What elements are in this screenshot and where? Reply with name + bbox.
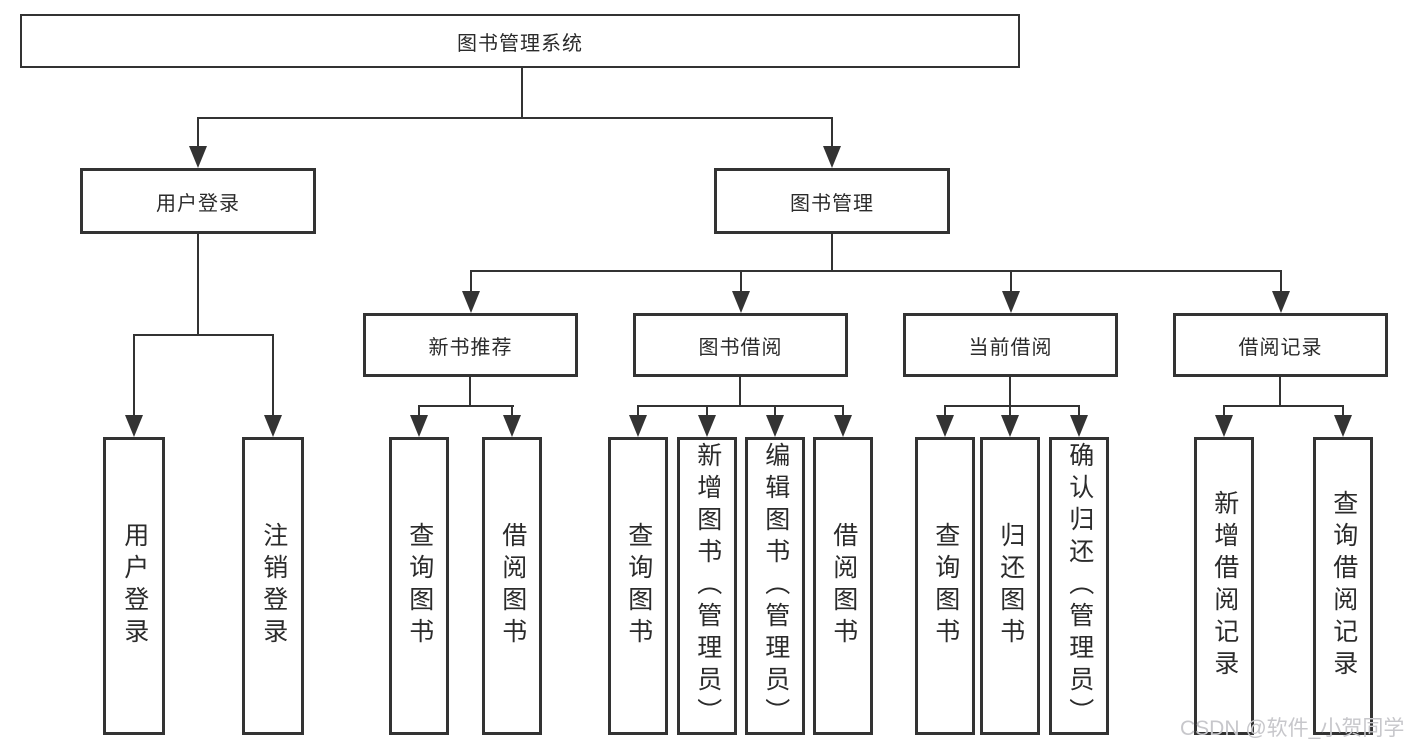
leaf-user-login: 用户登录 — [103, 437, 165, 735]
arrow-down-icon — [629, 415, 647, 437]
node-book-management-label: 图书管理 — [790, 192, 874, 215]
arrow-down-icon — [503, 415, 521, 437]
leaf-return-books-label: 归还图书 — [996, 522, 1025, 650]
connector-stem — [1280, 270, 1282, 292]
connector-bookmgmt-vertical — [831, 234, 833, 272]
connector-stem — [133, 334, 135, 416]
connector-vertical — [1009, 377, 1011, 407]
connector-horizontal — [418, 405, 514, 407]
connector-stem — [637, 405, 639, 417]
connector-vertical — [1279, 377, 1281, 407]
arrow-down-icon — [834, 415, 852, 437]
connector-root-vertical — [521, 67, 523, 119]
node-new-book-recommend: 新书推荐 — [363, 313, 578, 377]
arrow-down-icon — [1001, 415, 1019, 437]
arrow-down-icon — [1334, 415, 1352, 437]
connector-stem — [418, 405, 420, 417]
connector-stem — [1010, 270, 1012, 292]
leaf-user-login-label: 用户登录 — [120, 522, 149, 650]
node-new-book-recommend-label: 新书推荐 — [428, 336, 513, 359]
leaf-logout: 注销登录 — [242, 437, 304, 735]
arrow-down-icon — [264, 415, 282, 437]
leaf-add-book-admin: 新增图书（管理员） — [677, 437, 737, 735]
watermark: CSDN @软件_小贺同学 — [1180, 717, 1405, 740]
node-current-borrow-label: 当前借阅 — [968, 336, 1053, 359]
leaf-borrow-books-recommend-label: 借阅图书 — [498, 522, 527, 650]
leaf-confirm-return-admin-label: 确认归还（管理员） — [1065, 442, 1094, 730]
leaf-borrow-books: 借阅图书 — [813, 437, 873, 735]
arrow-down-icon — [698, 415, 716, 437]
node-root: 图书管理系统 — [20, 14, 1020, 68]
connector-horizontal — [637, 405, 844, 407]
arrow-down-icon — [410, 415, 428, 437]
leaf-confirm-return-admin: 确认归还（管理员） — [1049, 437, 1109, 735]
leaf-query-books-recommend: 查询图书 — [389, 437, 449, 735]
node-borrow-records: 借阅记录 — [1173, 313, 1388, 377]
arrow-down-icon — [1002, 291, 1020, 313]
connector-stem — [1078, 405, 1080, 417]
arrow-down-icon — [936, 415, 954, 437]
node-book-borrow-label: 图书借阅 — [698, 336, 783, 359]
connector-userlogin-vertical — [197, 234, 199, 336]
leaf-return-books: 归还图书 — [980, 437, 1040, 735]
leaf-query-books-borrow-label: 查询图书 — [624, 522, 653, 650]
node-current-borrow: 当前借阅 — [903, 313, 1118, 377]
leaf-edit-book-admin-label: 编辑图书（管理员） — [761, 442, 790, 730]
arrow-down-icon — [1272, 291, 1290, 313]
leaf-borrow-books-recommend: 借阅图书 — [482, 437, 542, 735]
leaf-logout-label: 注销登录 — [259, 522, 288, 650]
connector-stem — [470, 270, 472, 292]
node-user-login-label: 用户登录 — [156, 192, 240, 215]
node-borrow-records-label: 借阅记录 — [1238, 336, 1323, 359]
connector-stem — [1342, 405, 1344, 417]
connector-root-horizontal — [197, 117, 833, 119]
connector-userlogin-horizontal — [133, 334, 274, 336]
leaf-borrow-books-label: 借阅图书 — [829, 522, 858, 650]
connector-stem — [944, 405, 946, 417]
leaf-query-books-current-label: 查询图书 — [931, 522, 960, 650]
connector-stem — [272, 334, 274, 416]
node-user-login: 用户登录 — [80, 168, 316, 234]
node-book-management: 图书管理 — [714, 168, 950, 234]
arrow-down-icon — [732, 291, 750, 313]
leaf-add-borrow-record: 新增借阅记录 — [1194, 437, 1254, 735]
arrow-down-icon — [125, 415, 143, 437]
leaf-query-borrow-record-label: 查询借阅记录 — [1329, 490, 1358, 682]
node-root-label: 图书管理系统 — [457, 32, 583, 55]
leaf-query-books-current: 查询图书 — [915, 437, 975, 735]
connector-bookmgmt-horizontal — [470, 270, 1282, 272]
connector-horizontal — [944, 405, 1080, 407]
connector-stem — [831, 117, 833, 146]
connector-vertical — [739, 377, 741, 407]
arrow-down-icon — [189, 146, 207, 168]
leaf-add-book-admin-label: 新增图书（管理员） — [693, 442, 722, 730]
connector-stem — [511, 405, 513, 417]
leaf-query-books-borrow: 查询图书 — [608, 437, 668, 735]
node-book-borrow: 图书借阅 — [633, 313, 848, 377]
leaf-query-borrow-record: 查询借阅记录 — [1313, 437, 1373, 735]
arrow-down-icon — [462, 291, 480, 313]
leaf-edit-book-admin: 编辑图书（管理员） — [745, 437, 805, 735]
leaf-add-borrow-record-label: 新增借阅记录 — [1210, 490, 1239, 682]
arrow-down-icon — [1215, 415, 1233, 437]
arrow-down-icon — [823, 146, 841, 168]
arrow-down-icon — [766, 415, 784, 437]
arrow-down-icon — [1070, 415, 1088, 437]
connector-stem — [1009, 405, 1011, 417]
connector-stem — [740, 270, 742, 292]
connector-vertical — [469, 377, 471, 407]
connector-stem — [842, 405, 844, 417]
leaf-query-books-recommend-label: 查询图书 — [405, 522, 434, 650]
connector-horizontal — [1223, 405, 1344, 407]
connector-stem — [1223, 405, 1225, 417]
connector-stem — [774, 405, 776, 417]
connector-stem — [197, 117, 199, 146]
connector-stem — [706, 405, 708, 417]
